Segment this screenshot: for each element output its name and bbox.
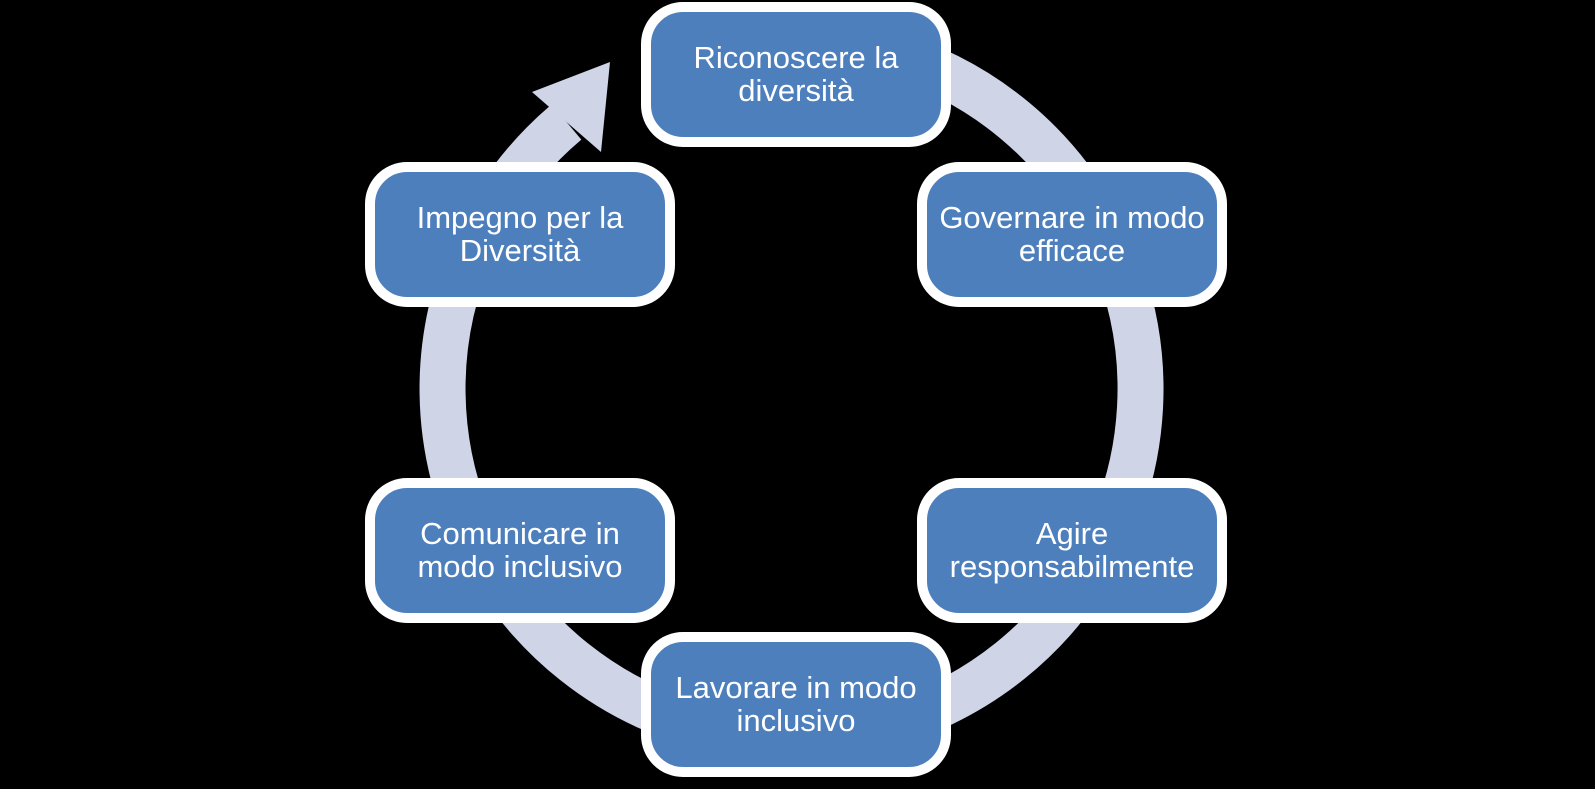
cycle-arrow-head-icon — [532, 62, 610, 152]
cycle-step-top-right: Governare in modo efficace — [917, 162, 1227, 307]
cycle-step-top-left: Impegno per la Diversità — [365, 162, 675, 307]
cycle-step-bottom-left: Comunicare in modo inclusivo — [365, 478, 675, 623]
cycle-step-label: Comunicare in modo inclusivo — [417, 515, 623, 584]
cycle-step-label: Riconoscere la diversità — [693, 39, 899, 108]
cycle-step-label: Impegno per la Diversità — [416, 199, 624, 268]
cycle-step-bottom: Lavorare in modo inclusivo — [641, 632, 951, 777]
cycle-step-top: Riconoscere la diversità — [641, 2, 951, 147]
cycle-step-label: Agire responsabilmente — [949, 515, 1195, 584]
cycle-step-label: Lavorare in modo inclusivo — [675, 669, 917, 738]
cycle-step-label: Governare in modo efficace — [939, 199, 1205, 268]
cycle-step-bottom-right: Agire responsabilmente — [917, 478, 1227, 623]
